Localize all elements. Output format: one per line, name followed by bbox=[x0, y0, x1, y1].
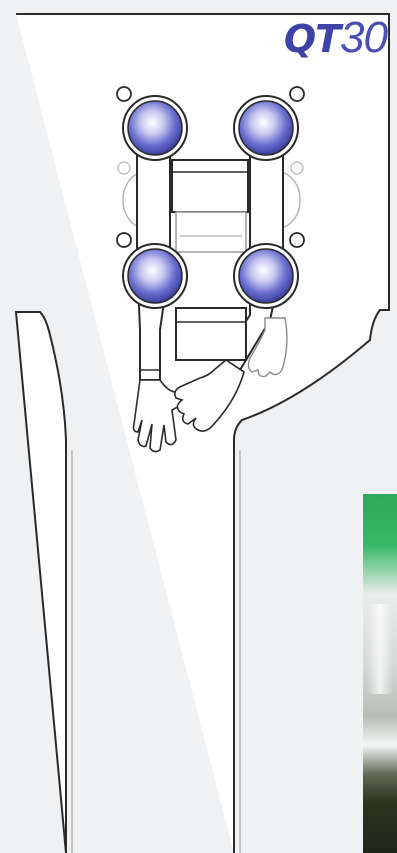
mount-hole bbox=[289, 86, 305, 102]
logo-digits: 30 bbox=[340, 13, 388, 62]
brand-logo: QT30 bbox=[283, 13, 388, 62]
right-hand bbox=[174, 359, 245, 432]
mount-hole bbox=[289, 232, 305, 248]
sensor-top-right bbox=[233, 95, 299, 161]
middle-cross-block bbox=[175, 211, 247, 253]
photo-glare bbox=[367, 604, 393, 694]
sensor-bottom-right bbox=[233, 243, 299, 309]
mount-hole bbox=[116, 86, 132, 102]
device-outline bbox=[14, 13, 390, 853]
mechanism-ghost-dot bbox=[290, 161, 304, 175]
mount-hole bbox=[116, 232, 132, 248]
sensor-bottom-left bbox=[122, 243, 188, 309]
ghost-hand bbox=[247, 317, 288, 378]
equipment-photo bbox=[363, 494, 397, 853]
logo-letters: QT bbox=[283, 17, 341, 61]
upper-cross-block bbox=[171, 159, 249, 213]
mechanism-ghost-dot bbox=[117, 161, 131, 175]
lower-cross-block bbox=[175, 307, 247, 361]
sensor-top-left bbox=[122, 95, 188, 161]
